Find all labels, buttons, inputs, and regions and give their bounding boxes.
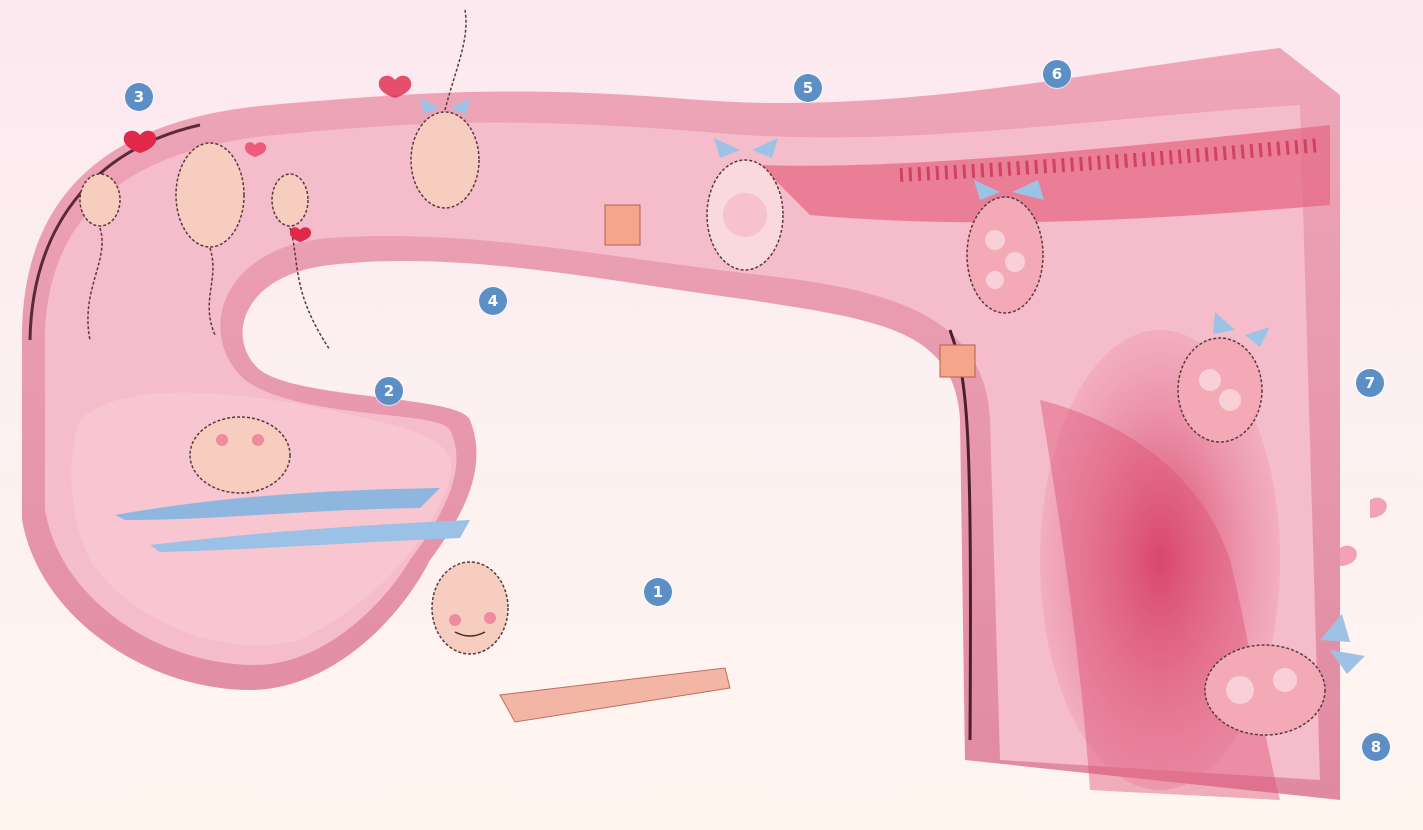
step-badge-4: 4 xyxy=(479,287,507,315)
step-badge-3: 3 xyxy=(125,83,153,111)
step-badge-7: 7 xyxy=(1356,369,1384,397)
step-badge-1: 1 xyxy=(644,578,672,606)
tissue-sheet xyxy=(500,668,730,722)
egg-character-1 xyxy=(432,562,508,654)
step-badge-6: 6 xyxy=(1043,60,1071,88)
step-badge-2: 2 xyxy=(375,377,403,405)
egg-character-2 xyxy=(190,417,290,493)
step-badge-8: 8 xyxy=(1362,733,1390,761)
step-badge-5: 5 xyxy=(794,74,822,102)
